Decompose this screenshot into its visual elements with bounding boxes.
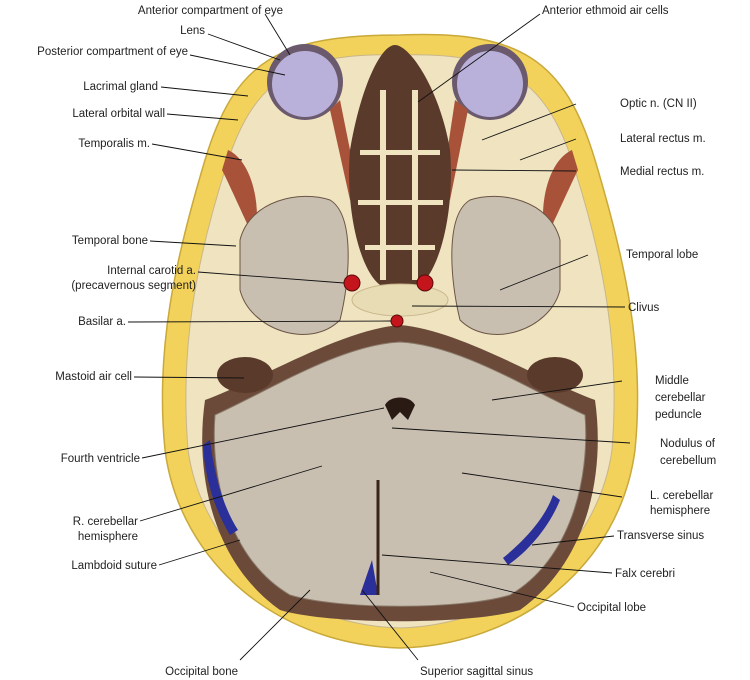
leader-line — [239, 589, 311, 661]
leader-line — [189, 54, 286, 76]
leader-line — [139, 465, 323, 522]
right-eye-posterior-compartment — [272, 51, 338, 117]
label-lambdoid: Lambdoid suture — [71, 560, 157, 572]
label-superior-sagittal: Superior sagittal sinus — [420, 666, 533, 678]
right-labels: Anterior ethmoid air cells Optic n. (CN … — [420, 5, 716, 678]
label-nodulus-2: cerebellum — [660, 455, 716, 467]
label-medial-rectus: Medial rectus m. — [620, 166, 704, 178]
transverse-sinus-right — [203, 440, 238, 535]
leader-line — [166, 113, 239, 121]
mastoid-cells-right — [217, 357, 273, 393]
label-r-cerebellar: R. cerebellar — [73, 516, 138, 528]
leader-line — [391, 427, 631, 444]
superior-sagittal-sinus — [360, 560, 378, 595]
label-lateral-orbital-wall: Lateral orbital wall — [72, 108, 165, 120]
label-temporal-lobe: Temporal lobe — [626, 249, 698, 261]
label-anterior-compartment: Anterior compartment of eye — [138, 5, 283, 17]
clivus — [351, 283, 449, 317]
label-lateral-rectus: Lateral rectus m. — [620, 133, 706, 145]
ethmoid-air-cells — [349, 45, 451, 285]
leader-line — [141, 407, 385, 459]
leader-line — [149, 240, 237, 247]
leader-line — [133, 376, 245, 379]
label-internal-carotid-sub: (precavernous segment) — [71, 280, 196, 292]
label-l-cerebellar: L. cerebellar — [650, 490, 713, 502]
label-lacrimal-gland: Lacrimal gland — [83, 81, 158, 93]
leader-line — [381, 554, 613, 574]
label-temporalis: Temporalis m. — [78, 138, 150, 150]
left-eye-posterior-compartment — [457, 51, 523, 117]
leader-line — [264, 13, 291, 56]
leader-line — [461, 472, 623, 498]
leader-line — [207, 33, 281, 61]
label-lens: Lens — [180, 25, 205, 37]
label-occipital-bone: Occipital bone — [165, 666, 238, 678]
anatomy-illustration — [161, 33, 639, 649]
leader-line — [160, 86, 249, 97]
mastoid-cells-left — [527, 357, 583, 393]
label-fourth-ventricle: Fourth ventricle — [61, 453, 140, 465]
leader-line — [417, 13, 541, 103]
cerebellum — [213, 341, 587, 607]
leader-line — [481, 103, 577, 141]
label-posterior-compartment: Posterior compartment of eye — [37, 46, 188, 58]
temporalis-muscle-left — [543, 150, 578, 240]
leader-line — [158, 539, 241, 566]
label-middle-peduncle-3: peduncle — [655, 409, 702, 421]
leader-line — [429, 571, 575, 608]
label-optic-nerve: Optic n. (CN II) — [620, 98, 697, 110]
left-temporal-lobe — [451, 195, 561, 335]
temporalis-muscle-right — [222, 150, 257, 240]
leader-lines — [127, 13, 631, 661]
leader-line — [499, 254, 589, 291]
label-anterior-ethmoid: Anterior ethmoid air cells — [542, 5, 669, 17]
label-basilar: Basilar a. — [78, 316, 126, 328]
label-transverse-sinus: Transverse sinus — [617, 530, 704, 542]
fourth-ventricle — [385, 397, 415, 420]
basilar-artery — [390, 314, 404, 328]
label-clivus: Clivus — [628, 302, 660, 314]
label-middle-peduncle: Middle — [655, 375, 689, 387]
ethmoid-septa — [358, 90, 443, 280]
leader-line — [361, 589, 419, 661]
internal-carotid-right — [343, 274, 361, 292]
leader-line — [451, 169, 577, 172]
leader-line — [197, 271, 345, 284]
left-labels: Anterior compartment of eye Lens Posteri… — [37, 5, 283, 678]
label-occipital-lobe: Occipital lobe — [577, 602, 646, 614]
leader-line — [127, 320, 392, 323]
internal-carotid-left — [416, 274, 434, 292]
leader-line — [491, 380, 623, 401]
label-nodulus: Nodulus of — [660, 438, 716, 450]
label-temporal-bone: Temporal bone — [72, 235, 148, 247]
label-internal-carotid: Internal carotid a. — [107, 265, 196, 277]
leader-line — [151, 143, 243, 161]
leader-line — [519, 138, 577, 161]
right-temporal-lobe — [239, 195, 349, 335]
label-middle-peduncle-2: cerebellar — [655, 392, 706, 404]
leader-line — [531, 535, 615, 546]
label-l-cerebellar-2: hemisphere — [650, 505, 710, 517]
leader-line — [411, 305, 626, 308]
label-r-cerebellar-sub: hemisphere — [78, 531, 138, 543]
label-falx: Falx cerebri — [615, 568, 675, 580]
label-mastoid: Mastoid air cell — [55, 371, 132, 383]
transverse-sinus-left — [503, 495, 560, 565]
